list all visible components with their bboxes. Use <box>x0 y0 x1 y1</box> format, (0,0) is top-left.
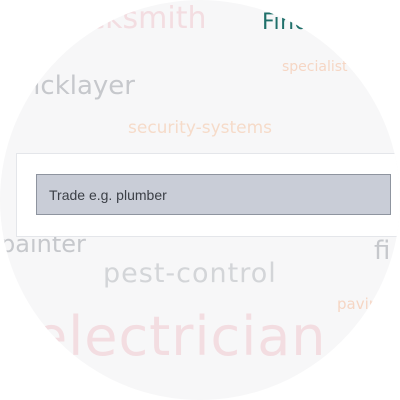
bg-word-electrician: electrician <box>34 305 327 368</box>
bg-word-pest-control: pest-control <box>103 258 277 289</box>
bg-word-fi: fi <box>374 236 391 266</box>
bg-word-locksmith: locksmith <box>62 1 207 36</box>
trade-search-input[interactable] <box>36 174 391 215</box>
bg-word-security-systems: security-systems <box>128 118 273 138</box>
find-title: Find <box>262 10 310 35</box>
bg-word-paving: paving <box>337 295 388 313</box>
bg-word-specialist: specialist <box>282 59 348 75</box>
bg-word-bricklayer: bricklayer <box>6 71 135 101</box>
search-card <box>16 153 400 237</box>
